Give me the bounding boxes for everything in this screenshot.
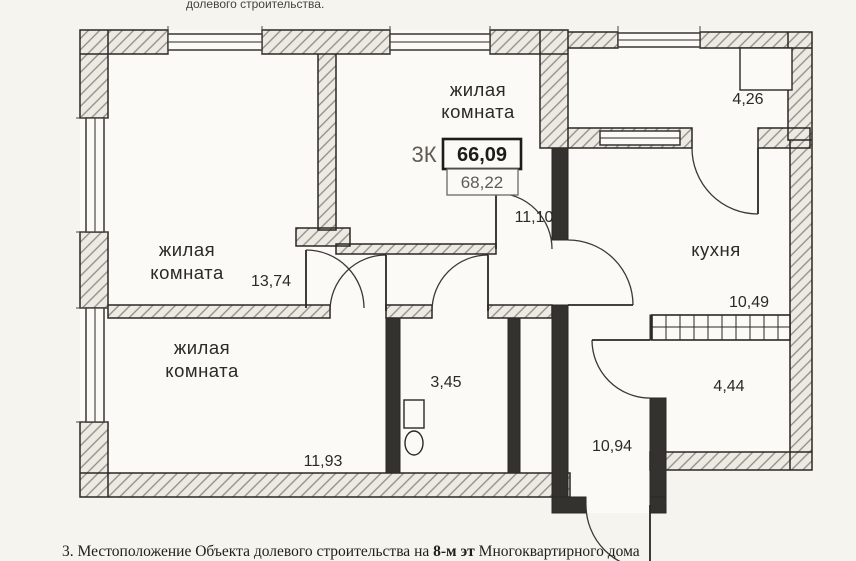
living-room-top-label-2: комната (441, 101, 515, 122)
living-room-bottom-label-2: комната (165, 360, 239, 381)
door-small-room (591, 339, 651, 399)
living-room-left-area: 13,74 (251, 273, 291, 290)
door-bathroom (431, 254, 489, 312)
window-top-left (167, 33, 263, 51)
window-left-lower (85, 307, 105, 423)
window-top-middle (389, 33, 491, 51)
bathroom-area: 3,45 (430, 374, 461, 391)
kitchen-area: 10,49 (729, 294, 769, 311)
kitchen-partition-strip (651, 314, 791, 341)
bottom-text-part2: 8-м эт (433, 543, 475, 560)
windows (85, 32, 701, 423)
window-left-upper (85, 117, 105, 233)
area-main-value: 66,09 (457, 144, 507, 166)
balcony-shaft (739, 47, 793, 91)
living-room-top-area: 11,10 (515, 209, 554, 226)
area-alt-value: 68,22 (461, 173, 504, 192)
door-balcony (691, 147, 759, 215)
balcony-area: 4,26 (732, 91, 763, 108)
bottom-text-part3: Многоквартирного дома (475, 543, 640, 560)
apartment-header: 3К 66,09 68,22 (411, 137, 523, 196)
living-room-top-label-1: жилая (450, 79, 506, 100)
living-room-left-label-2: комната (150, 262, 224, 283)
toilet-fixture (403, 399, 425, 456)
area-alt-box (446, 168, 519, 196)
small-room-area: 4,44 (713, 378, 744, 395)
door-living-room-bottom (329, 254, 387, 312)
door-kitchen (567, 239, 634, 306)
door-entrance (585, 504, 651, 561)
top-clipped-text: долевого строительства. (186, 0, 324, 11)
kitchen-label: кухня (691, 239, 741, 260)
apartment-type-label: 3К (411, 142, 436, 167)
room-labels: жилая комната 11,10 жилая комната 13,74 … (150, 79, 769, 470)
bottom-text-part1: 3. Местоположение Объекта долевого строи… (62, 543, 433, 560)
door-living-room-left (305, 249, 365, 309)
area-main-box (441, 137, 523, 171)
apartment-floor (80, 30, 812, 513)
hallway-area: 10,94 (592, 438, 632, 455)
sill-ticks (76, 26, 701, 423)
window-balcony-glazing (617, 32, 701, 48)
living-room-left-label-1: жилая (159, 239, 215, 260)
window-kitchen-balcony (599, 130, 681, 146)
bottom-clipped-text: 3. Местоположение Объекта долевого строи… (62, 543, 640, 560)
living-room-bottom-area: 11,93 (304, 453, 343, 470)
living-room-bottom-label-1: жилая (174, 337, 230, 358)
